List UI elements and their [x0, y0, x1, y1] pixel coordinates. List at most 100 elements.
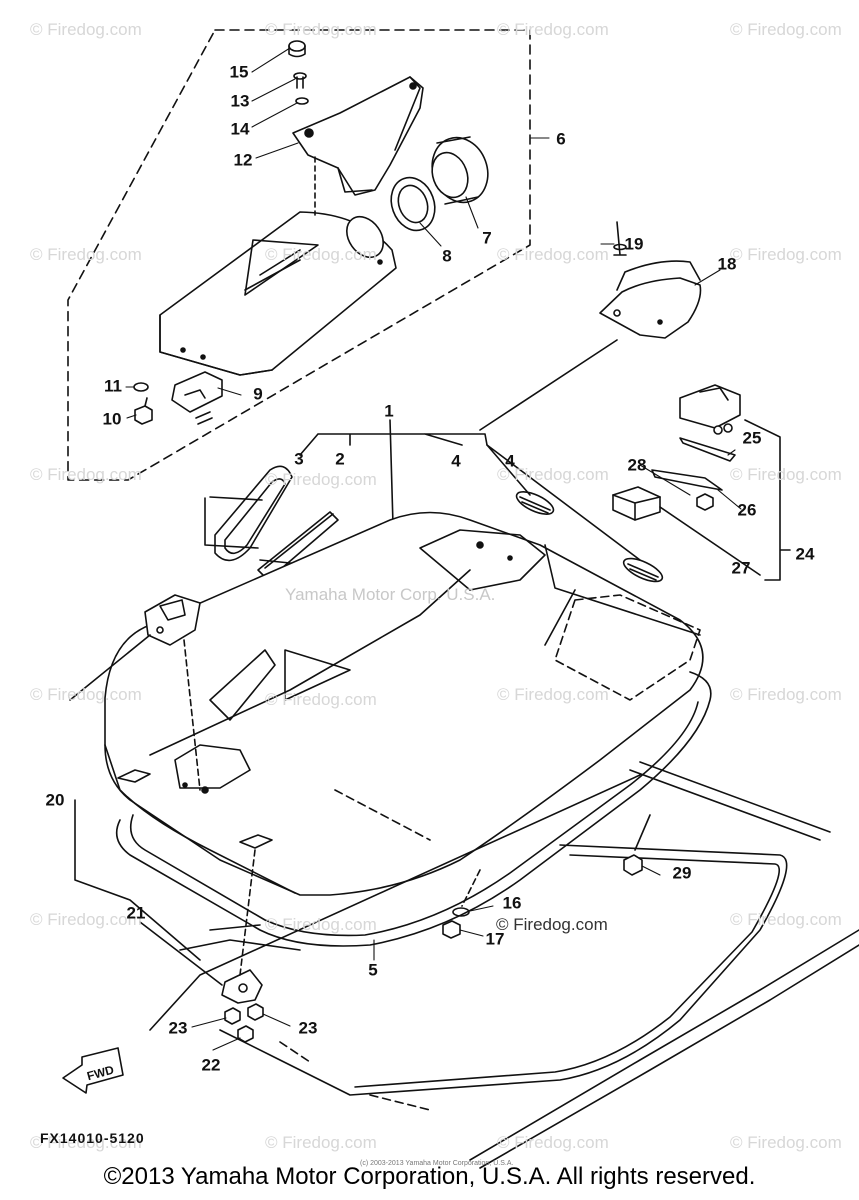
callout-27: 27 [731, 558, 751, 578]
callout-8: 8 [442, 246, 452, 266]
part-9-clip [171, 371, 223, 413]
hatch-leader [544, 589, 576, 646]
callout-tree-1-4 [299, 419, 488, 526]
watermark: © Firedog.com [265, 470, 377, 489]
part-23-screw-right [247, 1003, 264, 1021]
watermark: © Firedog.com [730, 245, 842, 264]
fwd-arrow-label: FWD [85, 1063, 115, 1084]
hull-sweep [469, 929, 859, 1169]
watermark: © Firedog.com [30, 685, 142, 704]
callout-1: 1 [384, 401, 394, 421]
callout-17: 17 [485, 929, 505, 949]
leader-27 [659, 506, 761, 576]
bracket-24 [744, 419, 791, 581]
part-4-vent-a [515, 491, 555, 515]
callout-23: 23 [168, 1018, 188, 1038]
callout-9: 9 [253, 384, 263, 404]
watermark: © Firedog.com [730, 685, 842, 704]
callout-24: 24 [795, 544, 815, 564]
callout-22: 22 [201, 1055, 221, 1075]
part-12-bracket [292, 76, 424, 196]
callout-25: 25 [742, 428, 762, 448]
part-1-hood [104, 511, 704, 896]
part-22-screw [237, 1025, 254, 1043]
part-24-latch [679, 384, 741, 435]
callout-16: 16 [502, 893, 522, 913]
watermark: © Firedog.com [730, 910, 842, 929]
part-15-cap [288, 40, 306, 58]
part-3-seal [214, 465, 293, 562]
leader-16-17 [461, 869, 481, 907]
dashed-leaders [279, 789, 431, 1111]
watermark: © Firedog.com [730, 465, 842, 484]
callout-7: 7 [482, 228, 492, 248]
part-14-washer [295, 97, 309, 105]
watermark: © Firedog.com [497, 245, 609, 264]
callout-11: 11 [104, 376, 122, 396]
watermark: © Firedog.com [30, 910, 142, 929]
part-18-handle [599, 260, 702, 339]
part-8-ring [390, 176, 436, 232]
callout-2: 2 [335, 449, 345, 469]
watermark: © Firedog.com [265, 245, 377, 264]
watermark: © Firedog.com [30, 20, 142, 39]
leader-21-dashed [239, 849, 256, 976]
watermark: © Firedog.com [30, 465, 142, 484]
callout-12: 12 [233, 150, 253, 170]
callout-18: 18 [717, 254, 737, 274]
watermark: © Firedog.com [497, 1133, 609, 1152]
callout-21: 21 [126, 903, 146, 923]
leader-29 [634, 814, 651, 851]
part-13-bolt [293, 72, 307, 89]
part-7-cylinder [431, 136, 489, 205]
watermark: © Firedog.com [265, 915, 377, 934]
leader-4 [486, 444, 641, 561]
part-5-gasket [115, 671, 712, 947]
watermark: © Firedog.com [265, 20, 377, 39]
watermark: © Firedog.com [497, 465, 609, 484]
watermark: © Firedog.com [497, 20, 609, 39]
part-25-spring [679, 437, 736, 462]
watermark: © Firedog.com [30, 1133, 142, 1152]
callout-3: 3 [294, 449, 304, 469]
part-16-washer [452, 907, 470, 917]
callout-13: 13 [230, 91, 250, 111]
assembly-6-dashed-box [67, 29, 531, 481]
callout-26: 26 [737, 500, 757, 520]
tiny-credit: (c) 2003-2013 Yamaha Motor Corporation, … [360, 1160, 514, 1167]
part-23-screw-left [224, 1007, 241, 1025]
leader-21 [139, 921, 223, 986]
copyright-footer: ©2013 Yamaha Motor Corporation, U.S.A. A… [103, 1163, 756, 1190]
assembly-6-cover [159, 211, 397, 376]
callout-15: 15 [229, 62, 249, 82]
callout-14: 14 [230, 119, 250, 139]
watermark: © Firedog.com [30, 245, 142, 264]
hatch-outline [554, 594, 701, 701]
callout-10: 10 [102, 409, 122, 429]
watermark: © Firedog.com [730, 1133, 842, 1152]
hull-deck [149, 761, 831, 1031]
part-29-bolt [623, 854, 643, 876]
part-4-vent-b [622, 557, 664, 583]
inline-watermark: © Firedog.com [496, 915, 608, 934]
part-20-clip [144, 594, 201, 646]
part-26-clip [651, 469, 723, 491]
callout-29: 29 [672, 863, 692, 883]
callout-23: 23 [298, 1018, 318, 1038]
watermark: © Firedog.com [265, 690, 377, 709]
callout-4: 4 [505, 451, 515, 471]
hull-bow [179, 924, 301, 951]
fwd-arrow: FWD [62, 1047, 124, 1094]
part-28-nut [696, 493, 714, 511]
vent-scoop [209, 649, 351, 721]
callout-28: 28 [627, 455, 647, 475]
leader-20 [69, 634, 201, 961]
leader-20-down [183, 639, 201, 791]
part-27-block [612, 486, 661, 521]
part-11-washer [133, 382, 149, 392]
callout-19: 19 [624, 234, 644, 254]
callout-4: 4 [451, 451, 461, 471]
clip-screw [195, 411, 213, 425]
watermark: © Firedog.com [497, 685, 609, 704]
